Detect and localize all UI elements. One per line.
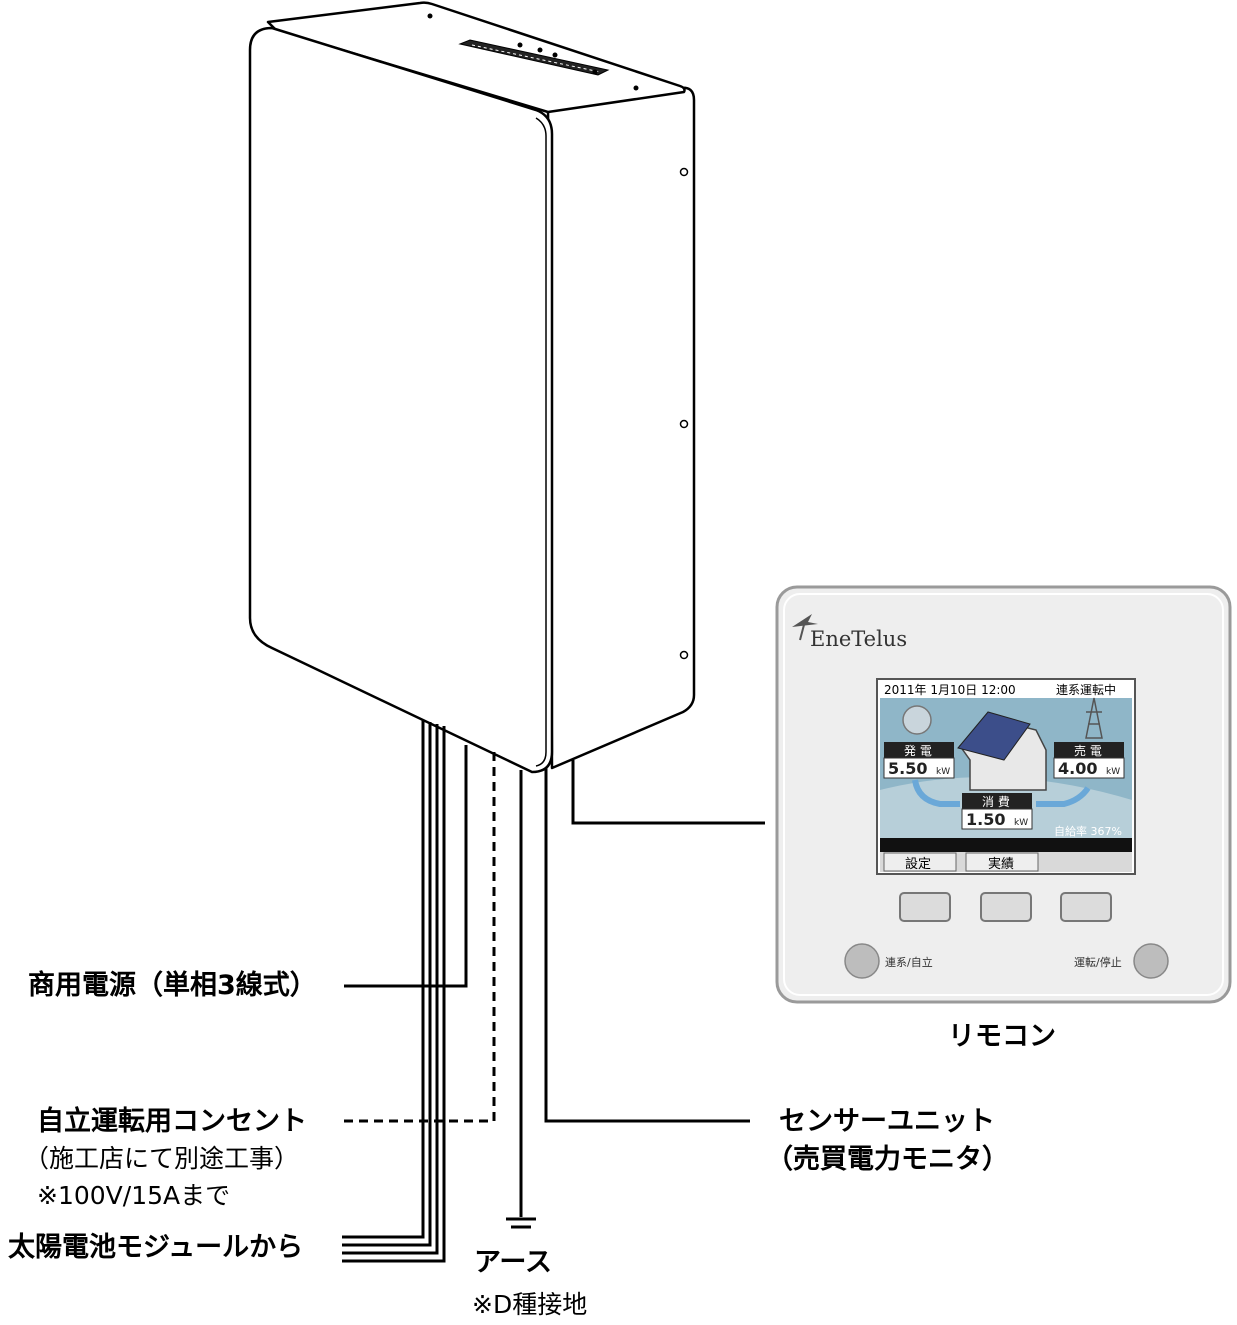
- remote-controller: EneTelus 2011年 1月10日 12:00 連系運転中 発 電 5.5…: [775, 585, 1232, 1004]
- status-text: 連系運転中: [1056, 682, 1116, 697]
- grid-standalone-button[interactable]: [844, 943, 880, 979]
- commercial-power-label: 商用電源（単相3線式）: [28, 970, 317, 1001]
- tab-results-text: 実績: [988, 856, 1014, 872]
- solar-module-cable: [342, 720, 446, 1263]
- transmission-tower-icon: [1085, 697, 1103, 739]
- button-left-label-text: 連系/自立: [885, 955, 933, 969]
- house-icon: [957, 711, 1047, 791]
- remote-cable: [571, 760, 765, 825]
- sell-label-text: 売 電: [1074, 743, 1102, 758]
- standalone-outlet-cable: [344, 752, 496, 1123]
- sell-value-text: 4.00: [1058, 759, 1097, 778]
- soft-button-3[interactable]: [1060, 892, 1112, 922]
- soft-button-2[interactable]: [980, 892, 1032, 922]
- soft-button-1[interactable]: [899, 892, 951, 922]
- sun-icon: [902, 705, 932, 735]
- tab-results[interactable]: [965, 852, 1039, 872]
- unit-text: kW: [1106, 767, 1120, 777]
- unit-text: kW: [936, 767, 950, 777]
- standalone-outlet-note-1: （施工店にて別途工事）: [24, 1144, 300, 1173]
- commercial-power-cable: [344, 745, 468, 988]
- consumption-value-text: 1.50: [966, 810, 1005, 829]
- sensor-unit-cable: [544, 768, 750, 1123]
- earth-label: アース: [474, 1247, 553, 1278]
- generation-label-text: 発 電: [904, 744, 932, 758]
- run-stop-button[interactable]: [1133, 943, 1169, 979]
- generation-value-text: 5.50: [888, 759, 927, 778]
- lcd-screen: 2011年 1月10日 12:00 連系運転中 発 電 5.50 kW 売 電 …: [876, 678, 1136, 875]
- vent-grill: [458, 39, 610, 76]
- datetime-text: 2011年 1月10日 12:00: [884, 683, 1016, 697]
- consumption-label-text: 消 費: [982, 794, 1010, 809]
- brand-logo-icon: [792, 614, 818, 641]
- tab-settings[interactable]: [883, 852, 957, 872]
- unit-text: kW: [1014, 818, 1028, 828]
- earth-ground-icon: [506, 1217, 536, 1229]
- sensor-unit-label: センサーユニット: [779, 1106, 995, 1137]
- power-conditioner-unit: [248, 1, 696, 774]
- sensor-unit-note: （売買電力モニタ）: [766, 1144, 1009, 1175]
- button-right-label-text: 運転/停止: [1074, 955, 1122, 969]
- self-sufficiency-text: 自給率 367%: [1054, 824, 1122, 838]
- brand-name: EneTelus: [810, 627, 907, 651]
- remote-label: リモコン: [948, 1021, 1056, 1052]
- tab-settings-text: 設定: [905, 856, 931, 872]
- standalone-outlet-note-2: ※100V/15Aまで: [37, 1181, 231, 1210]
- standalone-outlet-label: 自立運転用コンセント: [37, 1106, 307, 1137]
- earth-note: ※D種接地: [472, 1290, 588, 1319]
- solar-module-label: 太陽電池モジュールから: [8, 1232, 304, 1263]
